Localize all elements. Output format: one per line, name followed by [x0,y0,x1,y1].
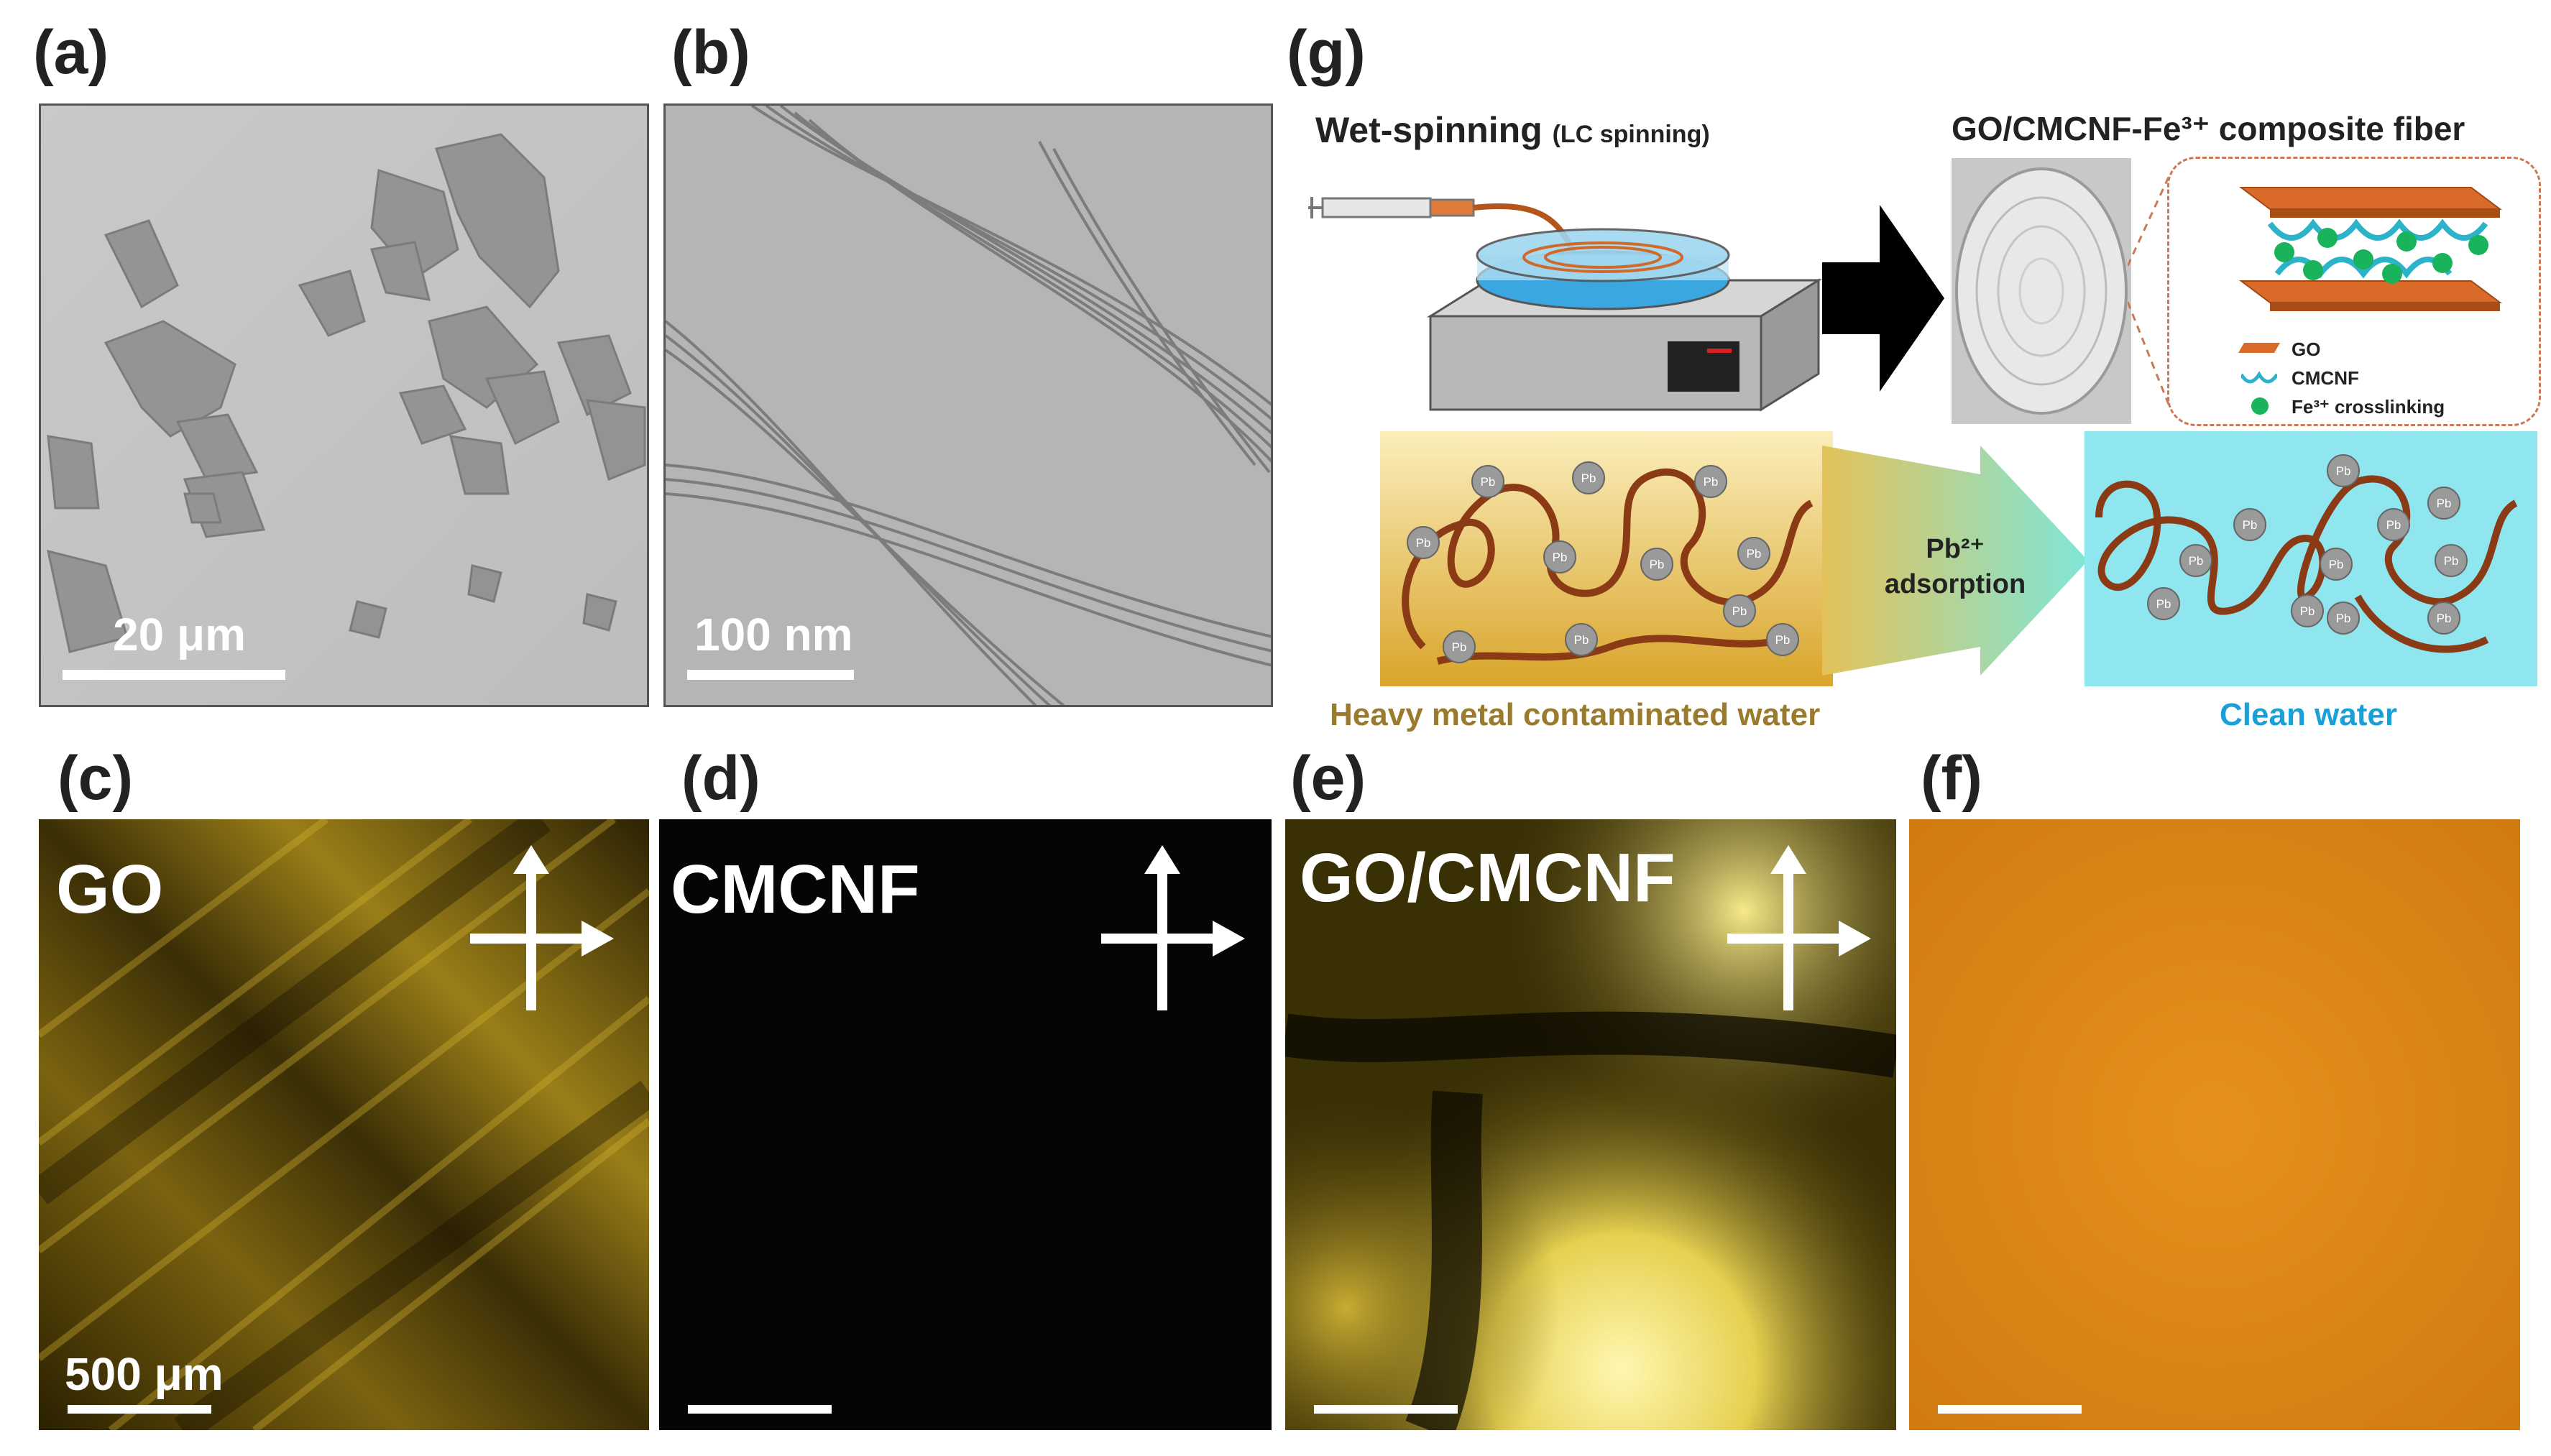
adsorption-text: Pb²⁺ adsorption [1869,532,2041,603]
panel-label-b: (b) [671,18,750,87]
scale-text-b: 100 nm [694,609,853,660]
panel-c-polarized-image: GO 500 μm [39,819,649,1430]
coagulation-bath [1476,228,1730,310]
pb-ion-label: Pb [2386,518,2401,532]
wet-spinning-label: Wet-spinning [1315,110,1543,150]
pb-ion-label: Pb [2243,518,2258,532]
pb-ion-label: Pb [2444,554,2459,568]
panel-b-tem-image: 100 nm [663,103,1273,707]
go-legend-swatch [2238,343,2281,353]
panel-c-title: GO [56,851,164,928]
cmcnf-legend-icon [2241,371,2277,384]
sem-flakes-graphic [41,106,647,705]
crossed-polarizer-icon [1727,845,1871,1010]
panel-e-title: GO/CMCNF [1300,839,1676,916]
pb-ion-label: Pb [1553,550,1568,564]
panel-label-c: (c) [58,744,134,813]
go-cmcnf-birefringence-texture [1285,819,1896,1430]
pb-ion-label: Pb [2437,497,2452,510]
contaminated-water-caption: Heavy metal contaminated water [1330,697,1821,732]
panel-f-optical-image [1909,819,2520,1430]
adsorption-line2: adsorption [1884,569,2026,600]
pb-ion-label: Pb [1574,633,1589,647]
fe-legend-icon [2251,397,2269,415]
pb-ion-label: Pb [2437,612,2452,625]
pb-ion-label: Pb [1481,475,1496,489]
pb-ion-label: Pb [1704,475,1719,489]
panel-d-title: CMCNF [671,851,920,928]
scale-bar-f [1938,1405,2082,1414]
layered-structure-graphic [2239,187,2502,311]
panel-label-a: (a) [33,18,109,87]
zoom-connector [2128,172,2171,410]
go-birefringence-texture [39,819,649,1430]
wet-spinning-apparatus [1308,197,1823,412]
structure-zoom-box: GO CMCNF Fe³⁺ crosslinking [2167,157,2541,426]
pb-ion-label: Pb [2336,612,2351,625]
lc-spinning-label: (LC spinning) [1552,121,1710,148]
pb-ion-label: Pb [2336,464,2351,478]
go-legend-label: GO [2292,338,2321,360]
pb-ion-label: Pb [1416,536,1431,550]
pb-ion-label: Pb [2329,558,2344,571]
scale-bar-d [688,1405,832,1414]
wet-spinning-title: Wet-spinning (LC spinning) [1315,109,1710,151]
scale-bar-c [68,1405,211,1414]
syringe-icon [1308,197,1475,218]
panel-label-e: (e) [1290,744,1366,813]
scale-bar-e [1314,1405,1458,1414]
pb-ion-label: Pb [2300,604,2315,618]
panel-g-schematic: Wet-spinning (LC spinning) GO/CMCNF-Fe³⁺… [1287,93,2551,755]
orange-optical-texture [1909,819,2520,1430]
scale-text-c: 500 μm [65,1348,224,1400]
tem-fibers-graphic [666,106,1271,705]
structure-legend: GO CMCNF Fe³⁺ crosslinking [2238,338,2529,418]
panel-label-g: (g) [1287,18,1366,87]
pb-ion-label: Pb [1452,640,1467,654]
crossed-polarizer-icon [1101,845,1245,1010]
fiber-dish-photo [1952,158,2131,424]
composite-fiber-title: GO/CMCNF-Fe³⁺ composite fiber [1952,110,2465,147]
panel-label-f: (f) [1921,744,1982,813]
fe-legend-label: Fe³⁺ crosslinking [2292,396,2445,418]
panel-label-d: (d) [681,744,760,813]
pb-ion-label: Pb [2189,554,2204,568]
adsorption-arrow-icon [1822,446,2088,676]
process-arrow-icon [1822,205,1944,392]
pb-ion-label: Pb [1650,558,1665,571]
adsorption-line1: Pb²⁺ [1926,534,1985,564]
scale-text-a: 20 μm [113,609,247,660]
panel-a-sem-image: 20 μm [39,103,649,707]
panel-d-polarized-image: CMCNF [659,819,1272,1430]
panel-e-polarized-image: GO/CMCNF [1285,819,1896,1430]
clean-water-caption: Clean water [2220,697,2397,732]
crossed-polarizer-icon [470,845,614,1010]
pb-ion-label: Pb [1747,547,1762,561]
pb-ion-label: Pb [1732,604,1747,618]
pb-ion-label: Pb [2156,597,2171,611]
cmcnf-legend-label: CMCNF [2292,367,2359,389]
scale-bar-b [687,670,854,680]
pb-ion-label: Pb [1581,471,1596,485]
pb-ion-label: Pb [1775,633,1791,647]
scale-bar-a [63,670,285,680]
